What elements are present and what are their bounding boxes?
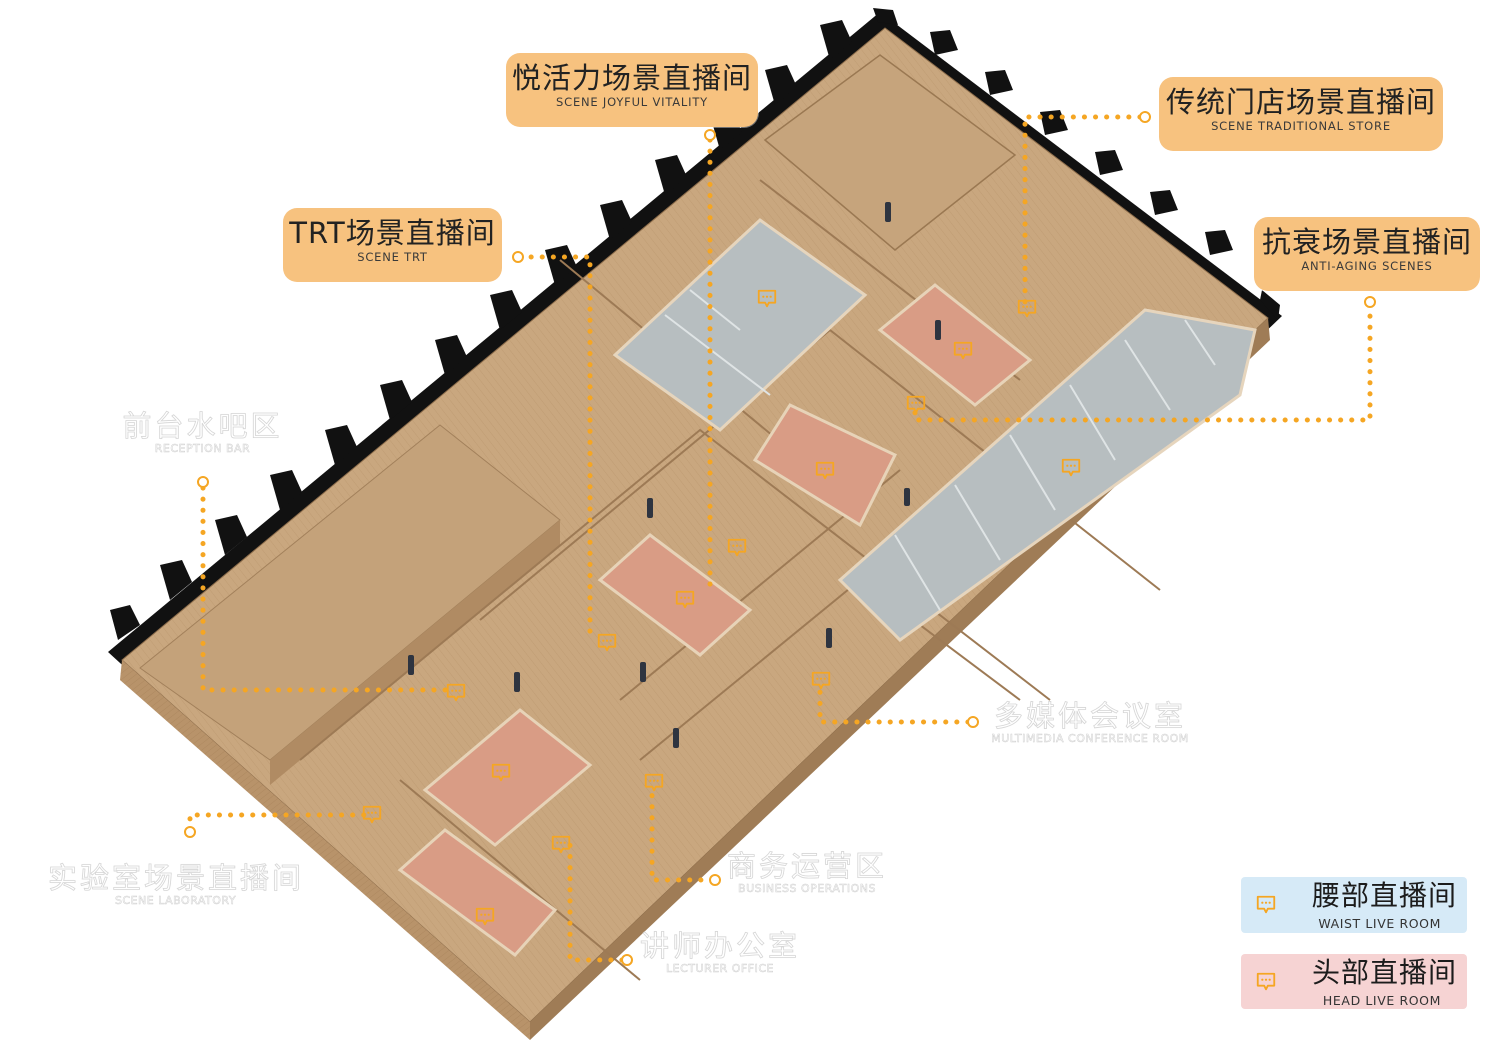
- callout-traditional-store: 传统门店场景直播间 SCENE TRADITIONAL STORE: [1159, 77, 1443, 151]
- leader-business: [649, 787, 715, 883]
- legend-title: 头部直播间: [1311, 956, 1457, 989]
- head-live-rooms: [397, 283, 1033, 958]
- head-room-bottom: [397, 828, 558, 958]
- leader-reception: [200, 485, 458, 693]
- label-subtitle: BUSINESS OPERATIONS: [738, 882, 876, 896]
- legend-waist-live-room: 腰部直播间 WAIST LIVE ROOM: [1241, 877, 1467, 933]
- callout-title: 悦活力场景直播间: [511, 61, 752, 95]
- callout-title: 抗衰场景直播间: [1261, 225, 1472, 259]
- label-title: 商务运营区: [726, 849, 887, 883]
- label-conference-room: 多媒体会议室 MULTIMEDIA CONFERENCE ROOM: [975, 700, 1205, 746]
- waist-room-row-2: [837, 308, 1257, 642]
- callout-subtitle: SCENE TRADITIONAL STORE: [1211, 119, 1391, 133]
- label-subtitle: LECTURER OFFICE: [666, 962, 774, 976]
- label-title: 前台水吧区: [122, 409, 283, 443]
- head-room-center: [752, 403, 898, 528]
- callout-trt: TRT场景直播间 SCENE TRT: [283, 208, 502, 282]
- label-business-operations: 商务运营区 BUSINESS OPERATIONS: [722, 850, 892, 896]
- callout-title: TRT场景直播间: [289, 216, 496, 250]
- callout-joyful-vitality: 悦活力场景直播间 SCENE JOYFUL VITALITY: [506, 53, 758, 127]
- callout-subtitle: SCENE JOYFUL VITALITY: [556, 95, 708, 109]
- people-figures: [408, 202, 941, 748]
- leader-trt: [517, 254, 593, 643]
- label-subtitle: SCENE LABORATORY: [114, 894, 237, 908]
- waist-room-1: [612, 218, 868, 432]
- label-subtitle: RECEPTION BAR: [154, 442, 251, 456]
- leader-anti-aging: [912, 302, 1373, 423]
- leader-lecturer: [567, 837, 625, 963]
- callout-title: 传统门店场景直播间: [1165, 85, 1436, 119]
- waist-live-rooms: [612, 218, 1257, 642]
- callout-subtitle: SCENE TRT: [357, 250, 428, 264]
- label-title: 实验室场景直播间: [48, 861, 305, 895]
- label-lecturer-office: 讲师办公室 LECTURER OFFICE: [630, 930, 810, 976]
- legend-subtitle: HEAD LIVE ROOM: [1322, 993, 1441, 1008]
- legend-title: 腰部直播间: [1311, 879, 1457, 912]
- label-title: 多媒体会议室: [993, 699, 1186, 733]
- leader-end-circles: [184, 111, 1376, 966]
- head-room-mid: [597, 533, 753, 657]
- label-reception-bar: 前台水吧区 RECEPTION BAR: [110, 410, 295, 456]
- leader-lines: [187, 114, 1373, 963]
- label-laboratory: 实验室场景直播间 SCENE LABORATORY: [48, 862, 303, 908]
- callout-anti-aging: 抗衰场景直播间 ANTI-AGING SCENES: [1254, 217, 1480, 291]
- label-title: 讲师办公室: [639, 929, 800, 963]
- legend-subtitle: WAIST LIVE ROOM: [1318, 916, 1441, 931]
- label-subtitle: MULTIMEDIA CONFERENCE ROOM: [991, 732, 1189, 746]
- legend-head-live-room: 头部直播间 HEAD LIVE ROOM: [1241, 954, 1467, 1009]
- callout-subtitle: ANTI-AGING SCENES: [1301, 259, 1433, 273]
